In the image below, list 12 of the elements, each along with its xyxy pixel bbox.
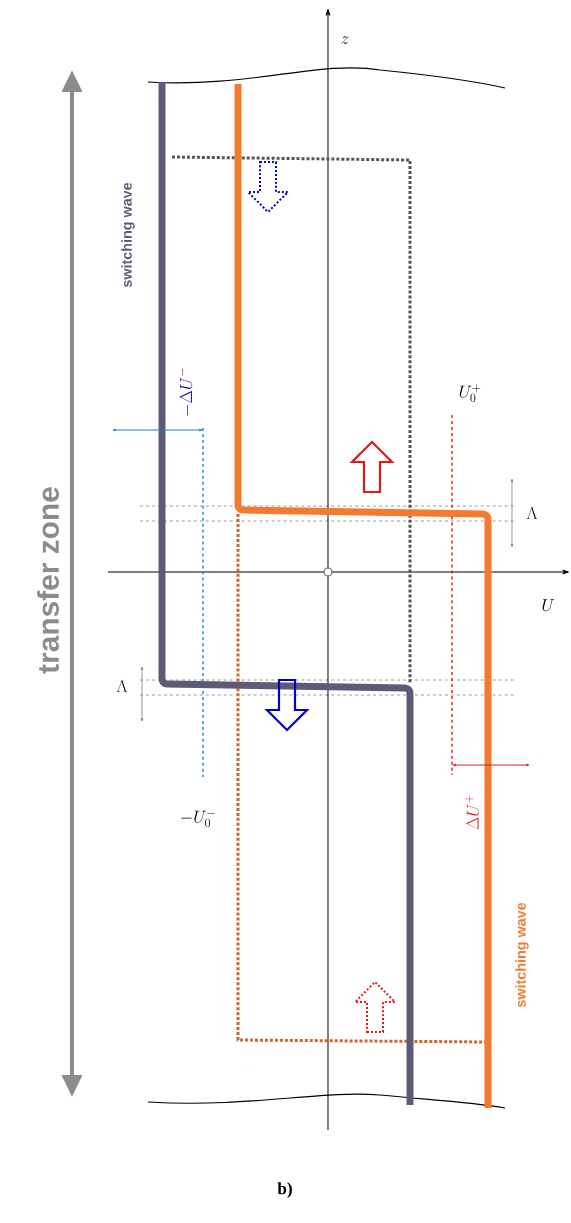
level-label: $U_0^{+}$ (459, 384, 481, 402)
level-label: $-U_0^{-}$ (181, 810, 215, 827)
dimension-label: $\Lambda$ (526, 506, 538, 519)
axis-label: $U$ (542, 599, 555, 612)
curve-label: switching wave (515, 902, 529, 1008)
dimension-label: $\Delta U^{+}$ (465, 795, 479, 830)
dimension-label: $-\Delta U^{-}$ (179, 368, 193, 416)
zone-label: transfer zone (37, 487, 59, 674)
dimension-label: $\Lambda$ (116, 679, 128, 692)
curve-label: switching wave (121, 182, 135, 288)
panel-caption: b) (277, 1182, 292, 1198)
axis-label: $z$ (341, 36, 349, 44)
